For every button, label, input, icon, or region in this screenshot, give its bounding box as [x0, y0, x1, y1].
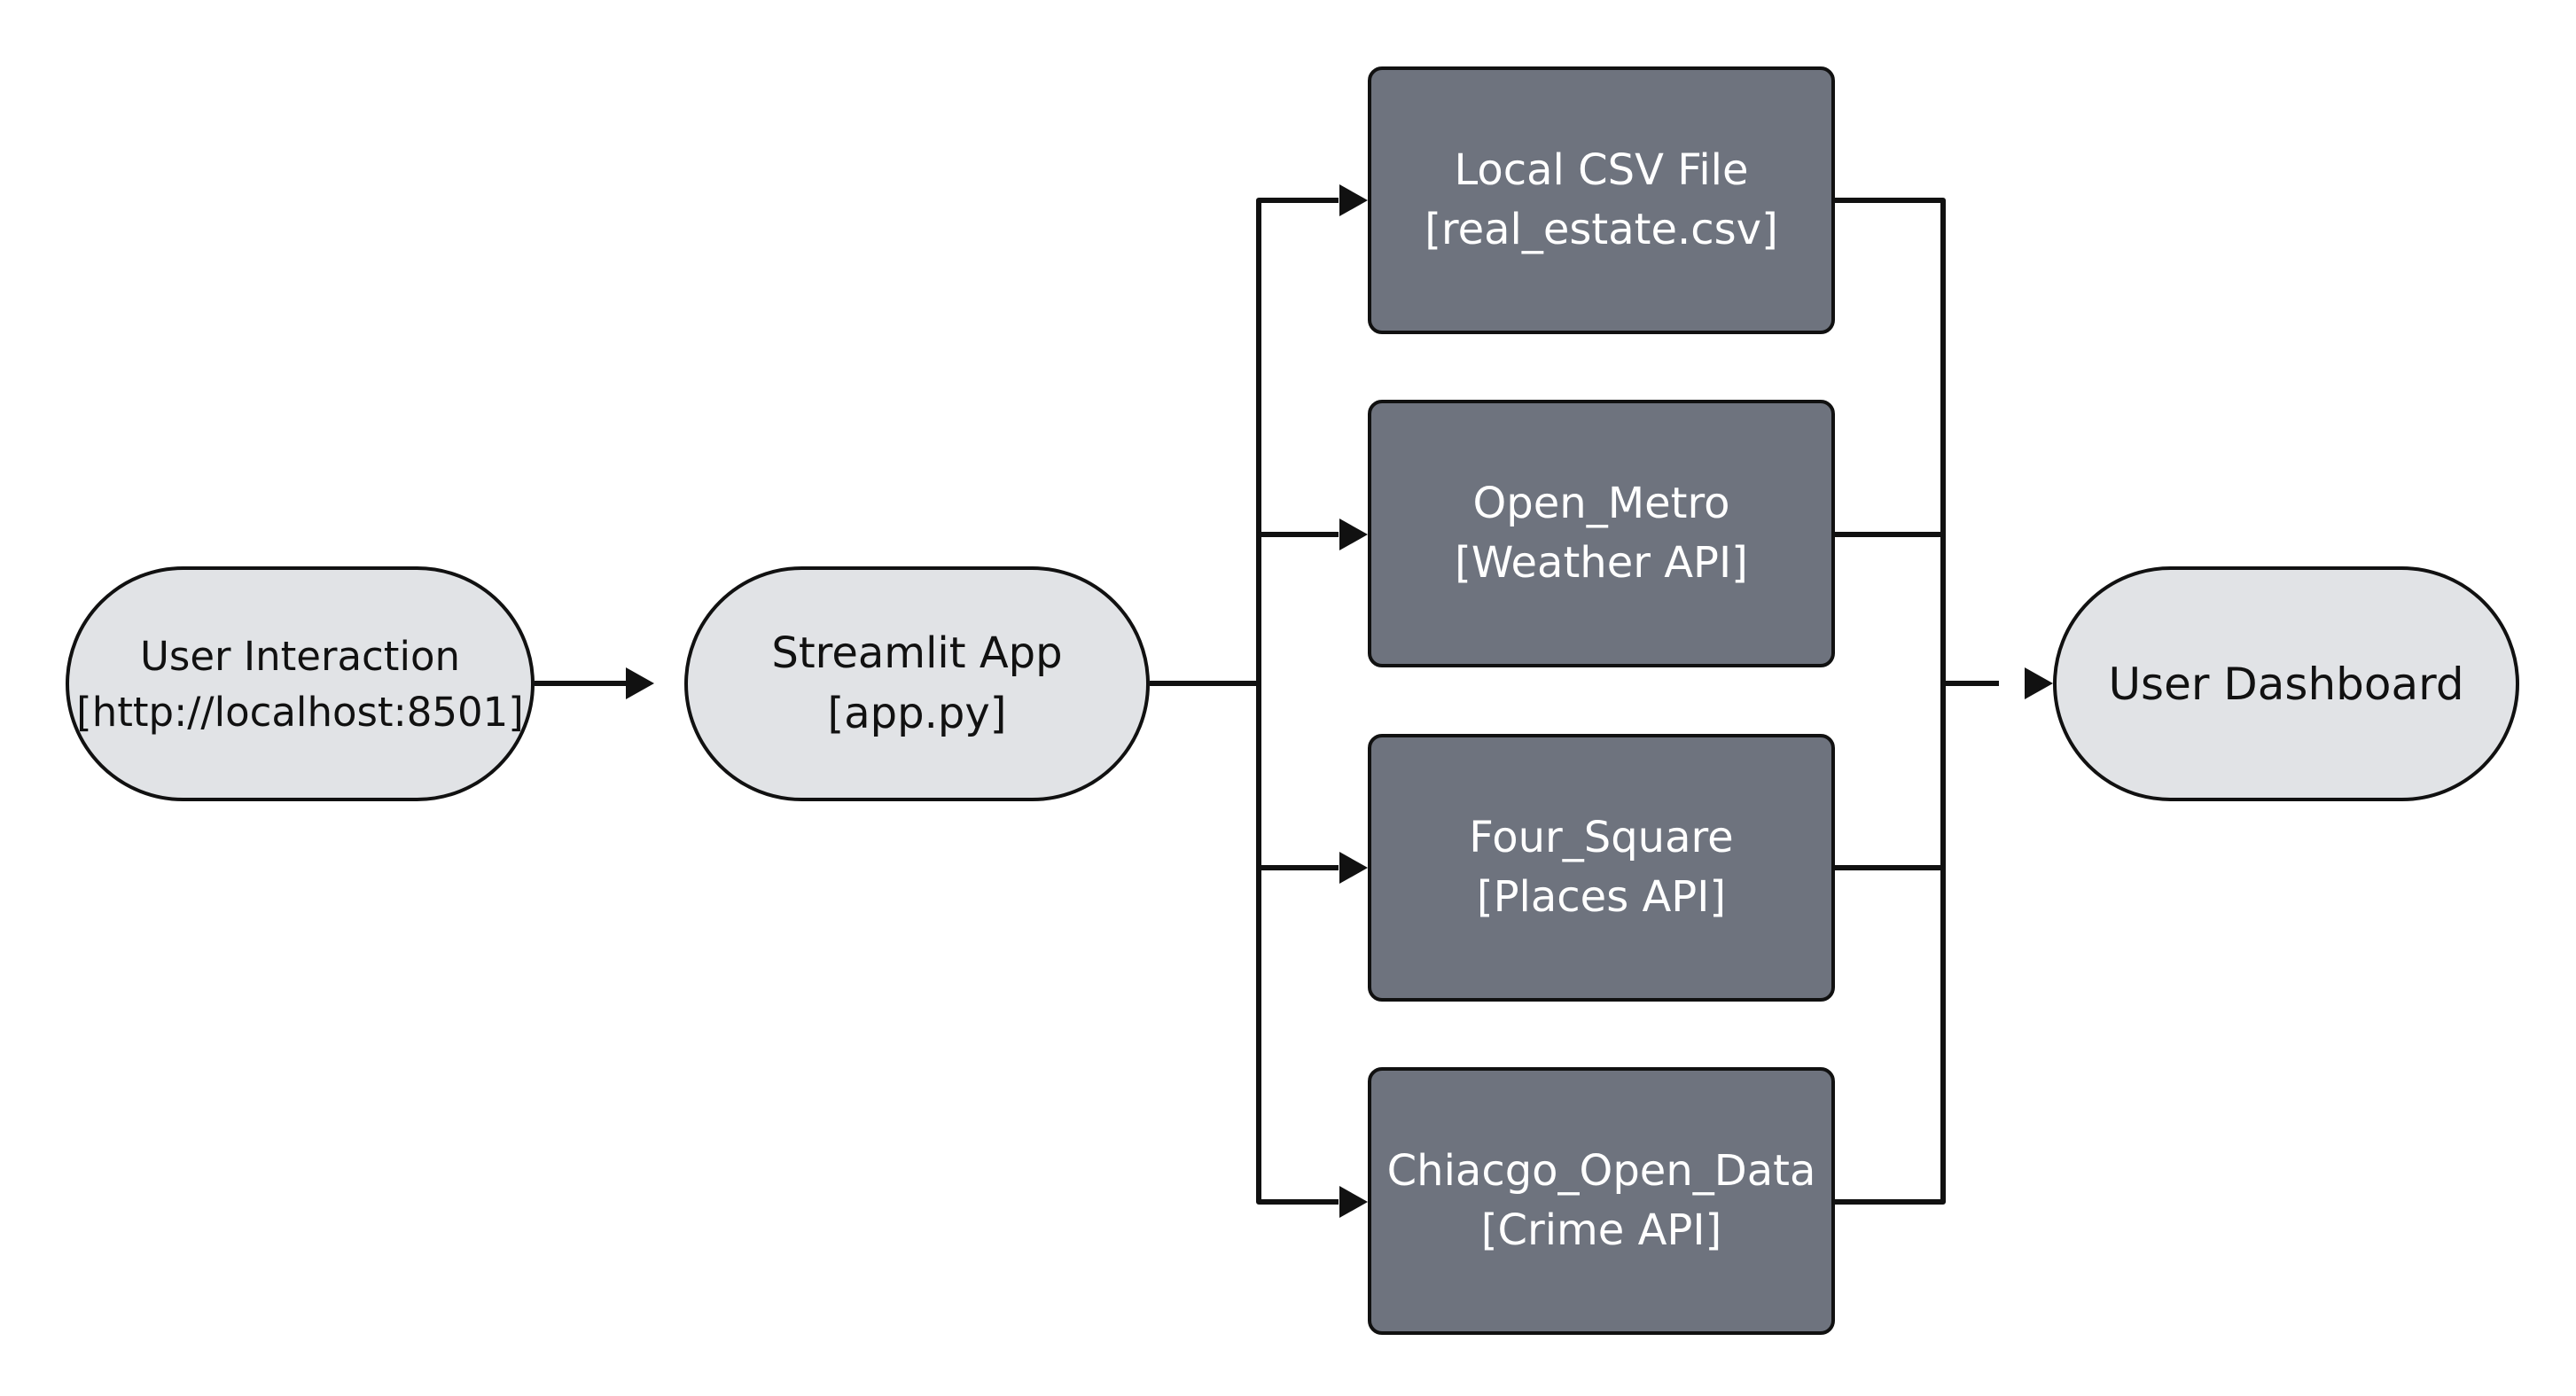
- edge-streamlit-to-chicago-open-data: [1256, 683, 1339, 1205]
- node-streamlit-app-title: Streamlit App: [771, 628, 1063, 679]
- node-four-square: Four_Square [Places API]: [1368, 734, 1835, 1002]
- arrowhead-chicago-open-data: [1339, 1186, 1368, 1218]
- edge-streamlit-to-local-csv: [1150, 198, 1339, 686]
- node-user-dashboard-title: User Dashboard: [2108, 658, 2464, 710]
- arrowhead-streamlit: [626, 667, 654, 699]
- node-four-square-api: [Places API]: [1476, 872, 1727, 922]
- node-chicago-open-data-title: Chiacgo_Open_Data: [1386, 1145, 1816, 1196]
- node-four-square-title: Four_Square: [1469, 812, 1734, 862]
- node-chicago-open-data: Chiacgo_Open_Data [Crime API]: [1368, 1067, 1835, 1335]
- edge-streamlit-to-open-metro: [1256, 532, 1339, 683]
- node-open-metro-api: [Weather API]: [1455, 538, 1748, 588]
- node-user-dashboard: User Dashboard: [2053, 566, 2519, 801]
- arrowhead-dashboard: [2025, 667, 2053, 699]
- edge-chicago-open-data-to-dashboard: [1835, 681, 1999, 1205]
- arrowhead-four-square: [1339, 852, 1368, 884]
- edge-streamlit-to-four-square: [1256, 683, 1339, 870]
- node-user-interaction-title: User Interaction: [139, 632, 460, 680]
- node-local-csv-file-title: Local CSV File: [1454, 144, 1749, 195]
- arrowhead-local-csv: [1339, 184, 1368, 216]
- node-streamlit-app-file: [app.py]: [827, 688, 1007, 738]
- node-streamlit-app: Streamlit App [app.py]: [684, 566, 1150, 801]
- node-user-interaction-url: [http://localhost:8501]: [76, 688, 524, 736]
- node-local-csv-file-name: [real_estate.csv]: [1425, 205, 1778, 254]
- node-open-metro: Open_Metro [Weather API]: [1368, 400, 1835, 667]
- node-user-interaction: User Interaction [http://localhost:8501]: [66, 566, 535, 801]
- node-open-metro-title: Open_Metro: [1472, 478, 1730, 528]
- node-local-csv-file: Local CSV File [real_estate.csv]: [1368, 66, 1835, 334]
- edge-local-csv-to-dashboard: [1835, 198, 1946, 683]
- node-chicago-open-data-api: [Crime API]: [1480, 1205, 1722, 1255]
- arrowhead-open-metro: [1339, 519, 1368, 550]
